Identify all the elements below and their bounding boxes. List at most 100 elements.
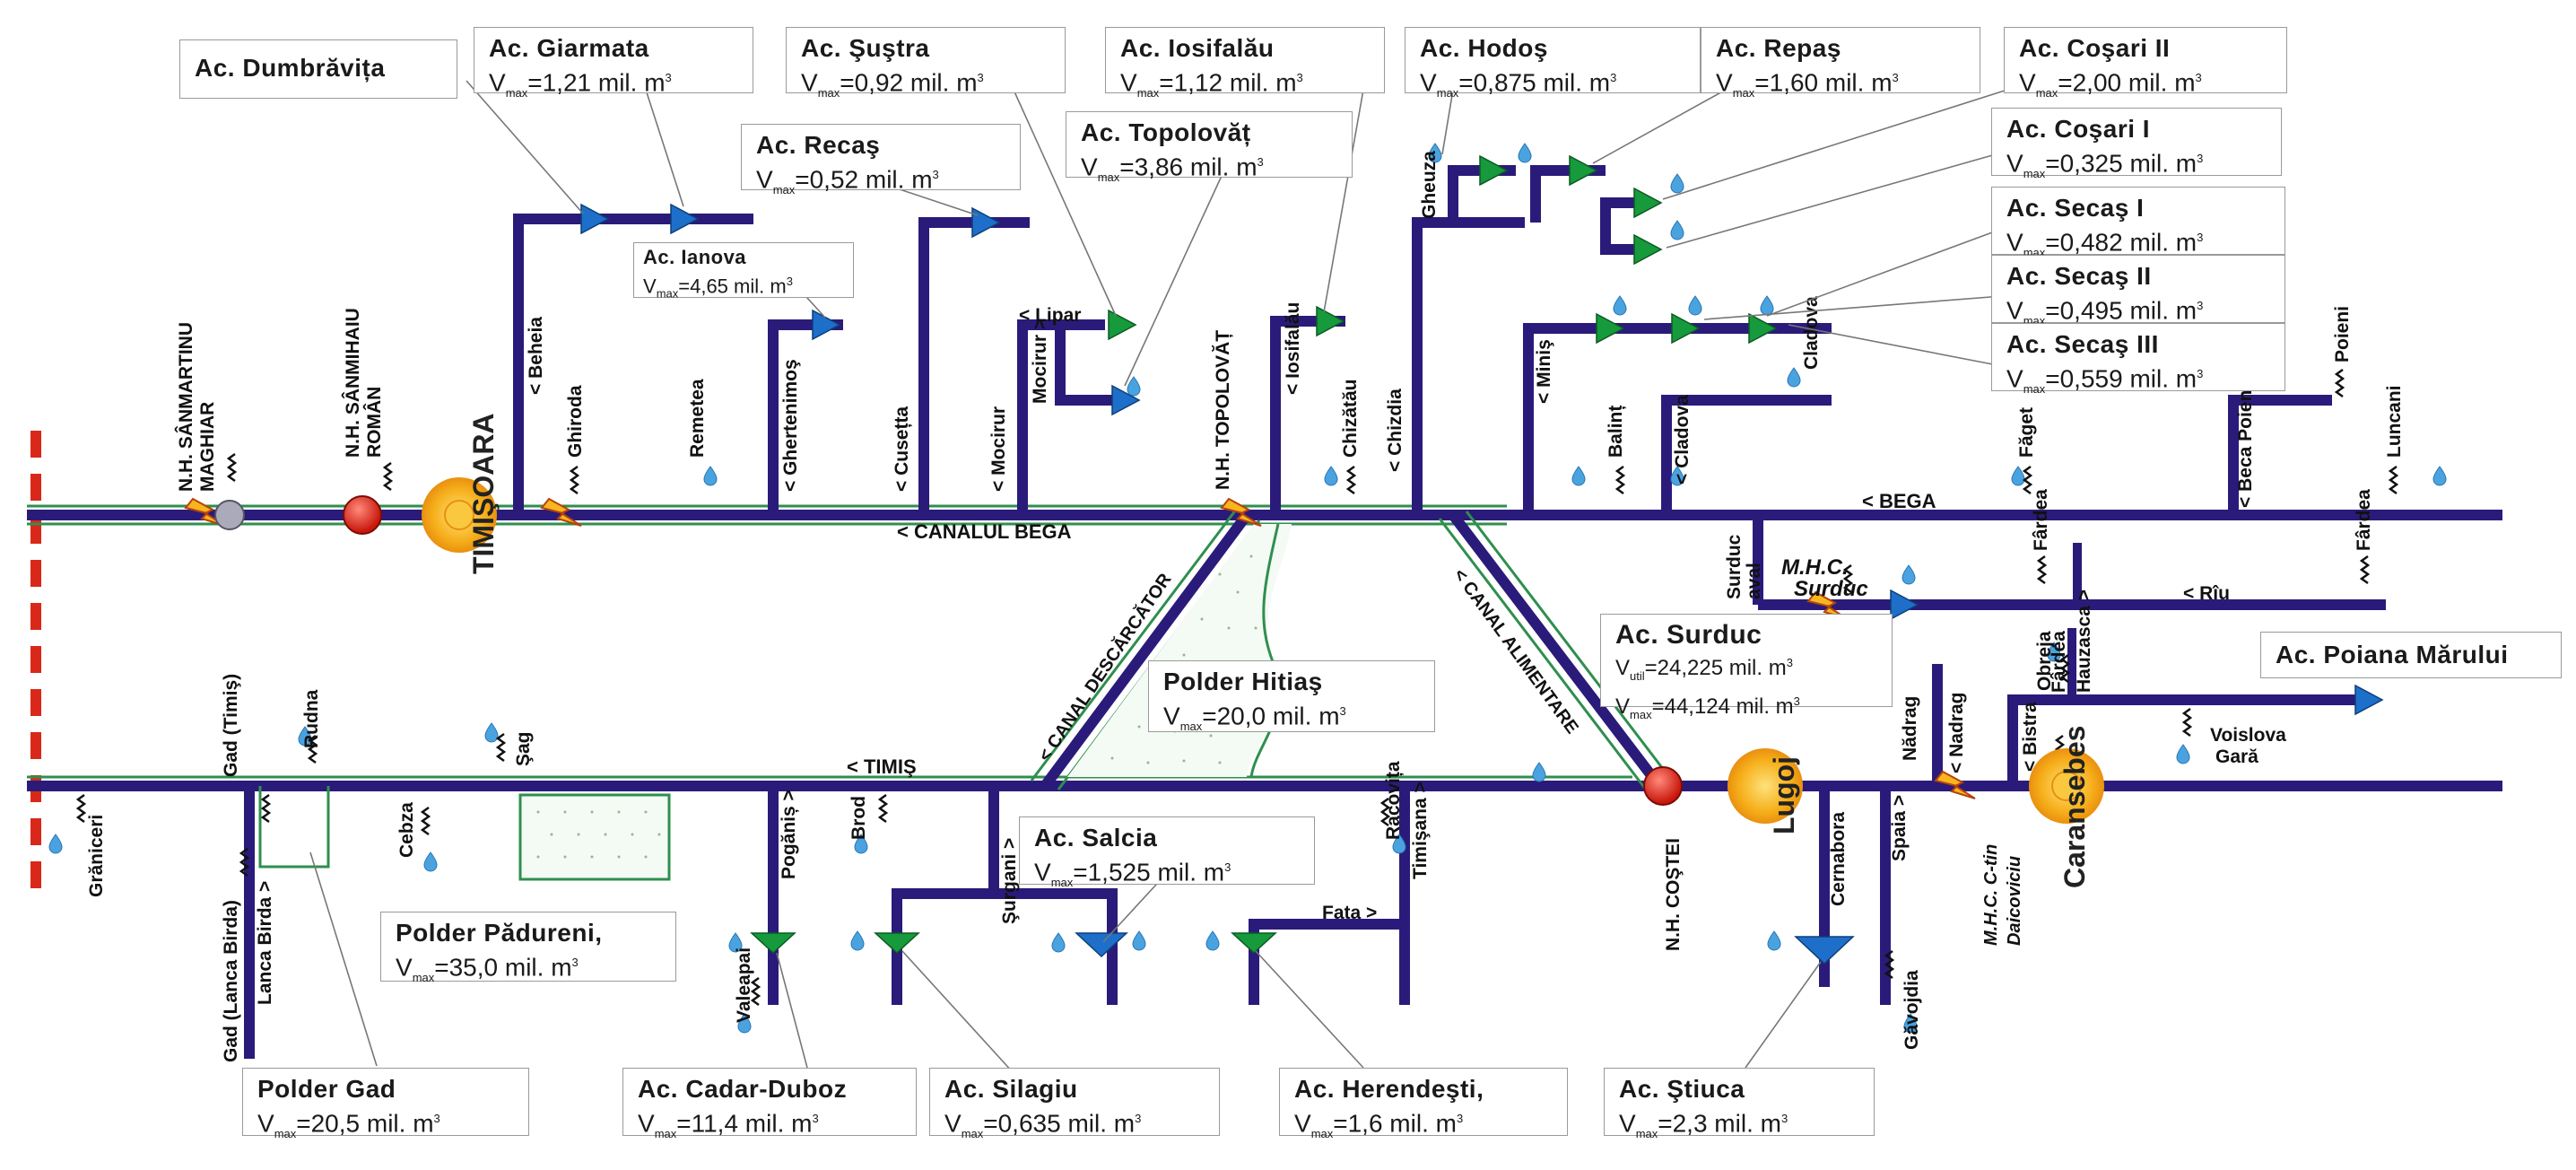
box-recas-volume: Vmax=0,52 mil. m3 (756, 165, 939, 196)
river-lipar (1055, 325, 1130, 406)
label-balint: Balinț (1606, 406, 1626, 458)
polder-padureni-dots (536, 810, 661, 859)
box-iosifalau: Ac. Iosifalău Vmax=1,12 mil. m3 (1105, 27, 1385, 100)
label-gad-lanca: Gad (Lanca Birda) (221, 900, 241, 1062)
box-secas3-volume: Vmax=0,559 mil. m3 (2006, 364, 2204, 396)
box-poiana-title: Ac. Poiana Mărului (2276, 641, 2509, 668)
box-cadar-volume: Vmax=11,4 mil. m3 (638, 1109, 819, 1140)
label-caransebes: Caransebes (2058, 726, 2091, 888)
river-surgani-branch (994, 888, 1118, 1005)
box-padureni-volume: Vmax=35,0 mil. m3 (396, 953, 579, 984)
box-secas2-title: Ac. Secaş II (2006, 262, 2152, 290)
label-river-cusetta: < Cusețta (892, 406, 912, 492)
label-fardea-3: Fârdea (2049, 631, 2069, 693)
label-gavojdia: Găvojdia (1902, 970, 1922, 1050)
box-padureni: Polder Pădureni, Vmax=35,0 mil. m3 (380, 912, 676, 984)
label-nh-sanmartinu-1: N.H. SÂNMARTINU (175, 322, 196, 492)
box-secas1-title: Ac. Secaş I (2006, 194, 2145, 222)
label-river-iosifalau: < Iosifalău (1283, 302, 1303, 395)
label-river-cladova: < Cladova (1672, 395, 1693, 485)
label-timisoara: TIMIŞOARA (467, 413, 500, 574)
box-secas1: Ac. Secaş I Vmax=0,482 mil. m3 (1991, 187, 2285, 259)
box-silagiu-volume: Vmax=0,635 mil. m3 (944, 1109, 1142, 1140)
label-voislova-1: Voislova (2210, 725, 2286, 746)
box-hitias: Polder Hitiaş Vmax=20,0 mil. m3 (1148, 660, 1435, 733)
box-gad-title: Polder Gad (257, 1075, 396, 1103)
label-poieni: Poieni (2332, 306, 2353, 362)
box-iosifalau-title: Ac. Iosifalău (1120, 34, 1275, 62)
label-racovita: Racovița (1383, 761, 1404, 840)
box-recas: Ac. Recaş Vmax=0,52 mil. m3 (741, 124, 1021, 196)
label-fardea-1: Fârdea (2031, 489, 2051, 551)
box-gad-volume: Vmax=20,5 mil. m3 (257, 1109, 440, 1140)
leader-lines (309, 80, 2008, 1074)
river-name-labels: < Beheia < Ghertenimoş < Cusețta < Mocir… (255, 151, 2256, 1005)
box-cadar: Ac. Cadar-Duboz Vmax=11,4 mil. m3 (622, 1068, 917, 1140)
label-nh-sanmihaiu-2: ROMÂN (363, 387, 385, 458)
box-recas-title: Ac. Recaş (756, 131, 881, 159)
label-river-ghertenis: < Ghertenimoş (780, 359, 801, 492)
label-voislova-2: Gară (2215, 747, 2258, 767)
canal-alimentare-edge-2 (1465, 511, 1674, 781)
label-river-minis: < Miniş (1534, 339, 1554, 404)
box-surduc-volume-util: Vutil=24,225 mil. m3 (1615, 656, 1793, 683)
label-river-gheuza: Gheuza (1419, 151, 1440, 219)
label-rudna: Rudna (301, 689, 322, 748)
label-graniceri: Grăniceri (86, 815, 107, 897)
box-surduc: Ac. Surduc Vutil=24,225 mil. m3 Vmax=44,… (1600, 614, 1893, 721)
label-lugoj: Lugoj (1768, 756, 1800, 834)
box-ianova: Ac. Ianova Vmax=4,65 mil. m3 (633, 242, 854, 301)
box-sustra: Ac. Şuştra Vmax=0,92 mil. m3 (786, 27, 1066, 100)
label-mhc-daicoviciu-1: M.H.C. C-tin (1981, 844, 2001, 946)
box-surduc-volume-max: Vmax=44,124 mil. m3 (1615, 694, 1800, 721)
box-giarmata: Ac. Giarmata Vmax=1,21 mil. m3 (474, 27, 753, 100)
city-timisoara-core (444, 500, 474, 530)
box-hitias-volume: Vmax=20,0 mil. m3 (1163, 702, 1346, 733)
label-timis: < TIMIŞ (847, 755, 917, 778)
box-giarmata-title: Ac. Giarmata (489, 34, 649, 62)
canal-descarcator-line (1040, 511, 1251, 790)
box-sustra-volume: Vmax=0,92 mil. m3 (801, 68, 984, 100)
box-cosari1-volume: Vmax=0,325 mil. m3 (2006, 149, 2204, 180)
box-hodos: Ac. Hodoş Vmax=0,875 mil. m3 (1405, 27, 1701, 100)
label-nadrag: Nădrag (1900, 696, 1920, 761)
box-sustra-title: Ac. Şuştra (801, 34, 930, 62)
box-dumbravita-title: Ac. Dumbrăvița (195, 54, 386, 82)
box-ianova-volume: Vmax=4,65 mil. m3 (643, 275, 793, 301)
dam-green-triangles (1108, 154, 1778, 345)
box-secas2: Ac. Secaş II Vmax=0,495 mil. m3 (1991, 255, 2285, 327)
river-mocirur (1017, 319, 1105, 515)
river-bistra (2007, 694, 2359, 786)
label-surduc-aval-1: Surduc (1724, 534, 1745, 599)
box-herendesti-title: Ac. Herendeşti, (1294, 1075, 1484, 1103)
box-stiuca-title: Ac. Ştiuca (1619, 1075, 1745, 1103)
label-river-beca: < Beca Poieniior (2235, 361, 2256, 508)
box-hodos-volume: Vmax=0,875 mil. m3 (1420, 68, 1617, 100)
label-river-hauzasca: Hauzasca > (2074, 589, 2094, 693)
city-lugoj-icon (1727, 748, 1803, 824)
river-chizdia (1412, 217, 1525, 515)
canal-alimentare-edge-1 (1438, 518, 1648, 790)
hydro-node-icons (184, 497, 1976, 799)
label-nh-sanmihaiu-1: N.H. SÂNMIHAIU (342, 308, 363, 458)
box-padureni-title: Polder Pădureni, (396, 919, 603, 947)
label-mhc-surduc-1: M.H.C. (1781, 555, 1849, 580)
node-costei-icon (1643, 766, 1683, 806)
label-river-nadrag: < Nadrag (1946, 693, 1967, 773)
box-topolovat-title: Ac. Topolovăț (1081, 118, 1251, 146)
box-giarmata-volume: Vmax=1,21 mil. m3 (489, 68, 672, 100)
box-topolovat: Ac. Topolovăț Vmax=3,86 mil. m3 (1066, 111, 1353, 184)
box-stiuca: Ac. Ştiuca Vmax=2,3 mil. m3 (1604, 1068, 1875, 1140)
river-minis (1523, 323, 1832, 515)
river-cosari2-branch (1600, 197, 1643, 223)
box-dumbravita: Ac. Dumbrăvița (179, 39, 457, 99)
box-salcia: Ac. Salcia Vmax=1,525 mil. m3 (1019, 816, 1315, 889)
box-gad: Polder Gad Vmax=20,5 mil. m3 (242, 1068, 529, 1140)
box-cosari1: Ac. Coşari I Vmax=0,325 mil. m3 (1991, 108, 2282, 180)
box-cosari2-volume: Vmax=2,00 mil. m3 (2019, 68, 2202, 100)
label-chizatau: Chizătău (1340, 379, 1361, 458)
label-cladova: Cladova (1801, 296, 1822, 370)
label-obreja: Obreja (2034, 631, 2055, 691)
box-salcia-volume: Vmax=1,525 mil. m3 (1034, 858, 1231, 889)
label-luncani: Luncani (2384, 385, 2405, 458)
